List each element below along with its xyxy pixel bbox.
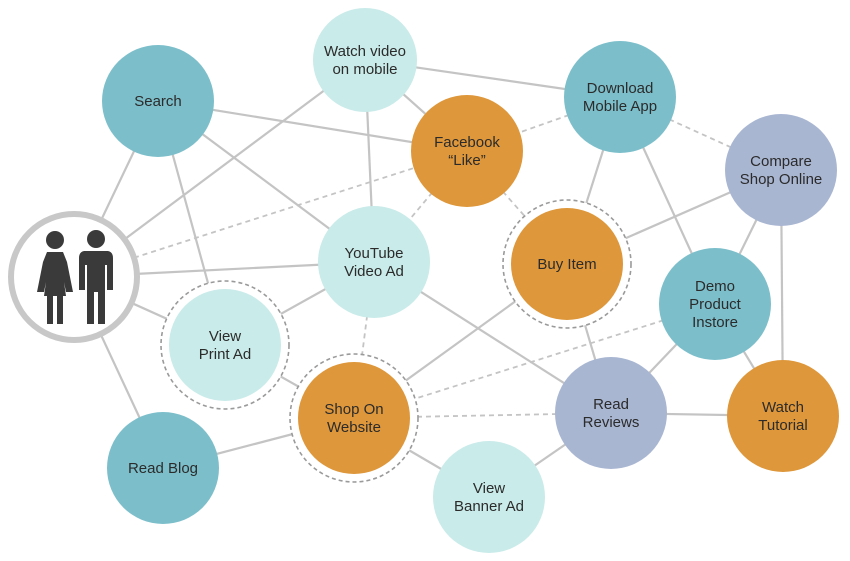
watch-video-on-mobile-node-label: Watch video <box>324 43 406 60</box>
view-banner-ad-node-circle <box>433 441 545 553</box>
read-blog-node-label: Read Blog <box>128 460 198 477</box>
edge-facebook-to-buy <box>466 150 568 265</box>
download-mobile-app-node-label: Download <box>587 80 654 97</box>
facebook-like-node-circle <box>411 95 523 207</box>
demo-product-instore-node-label: Demo <box>695 278 735 295</box>
shop-on-website-node-circle <box>298 362 410 474</box>
youtube-video-ad-node-label: Video Ad <box>344 263 404 280</box>
read-blog-node: Read Blog <box>107 412 219 524</box>
watch-video-on-mobile-node-circle <box>313 8 417 112</box>
edge-center-to-facebook <box>73 150 468 278</box>
watch-tutorial-node-label: Watch <box>762 399 804 416</box>
watch-video-on-mobile-node-label: on mobile <box>332 61 397 78</box>
shop-on-website-node-label: Shop On <box>324 401 383 418</box>
watch-tutorial-node-label: Tutorial <box>758 417 807 434</box>
facebook-like-node: Facebook“Like” <box>411 95 523 207</box>
search-node-circle <box>102 45 214 157</box>
compare-shop-online-node-label: Compare <box>750 153 812 170</box>
buy-item-node: Buy Item <box>502 199 632 329</box>
view-banner-ad-node-label: View <box>473 480 505 497</box>
youtube-video-ad-node-circle <box>318 206 430 318</box>
download-mobile-app-node-label: Mobile App <box>583 98 657 115</box>
search-node-label: Search <box>134 93 182 110</box>
watch-tutorial-node-circle <box>727 360 839 472</box>
compare-shop-online-node-label: Shop Online <box>740 171 823 188</box>
customer-hub <box>8 211 140 343</box>
view-print-ad-node-label: Print Ad <box>199 346 252 363</box>
search-node: Search <box>102 45 214 157</box>
people-couple-icon <box>37 230 113 324</box>
view-print-ad-node-label: View <box>209 328 241 345</box>
view-banner-ad-node-label: Banner Ad <box>454 498 524 515</box>
read-reviews-node-circle <box>555 357 667 469</box>
shop-on-website-node-label: Website <box>327 419 381 436</box>
compare-shop-online-node-circle <box>725 114 837 226</box>
view-print-ad-node-circle <box>169 289 281 401</box>
facebook-like-node-label: Facebook <box>434 134 500 151</box>
customer-hub-circle <box>8 211 140 343</box>
demo-product-instore-node-label: Product <box>689 296 742 313</box>
edge-shop-web-to-reviews <box>353 412 612 419</box>
facebook-like-node-label: “Like” <box>448 152 486 169</box>
buy-item-node-circle <box>511 208 623 320</box>
read-reviews-node-label: Read <box>593 396 629 413</box>
youtube-video-ad-node-label: YouTube <box>345 245 404 262</box>
demo-product-instore-node-label: Instore <box>692 314 738 331</box>
read-blog-node-circle <box>107 412 219 524</box>
read-reviews-node-label: Reviews <box>583 414 640 431</box>
demo-product-instore-node-circle <box>659 248 771 360</box>
download-mobile-app-node-circle <box>564 41 676 153</box>
buy-item-node-label: Buy Item <box>537 256 596 273</box>
